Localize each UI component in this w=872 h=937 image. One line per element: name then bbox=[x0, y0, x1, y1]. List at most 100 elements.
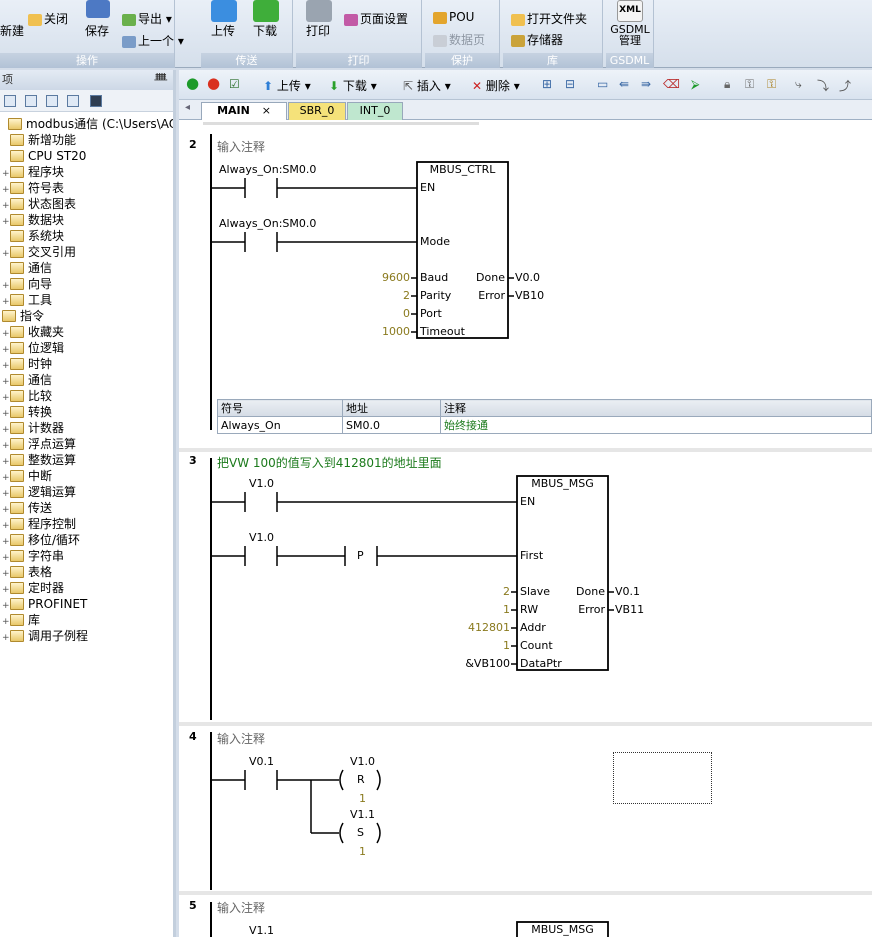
input-pin: Addr bbox=[520, 621, 546, 634]
tree-item[interactable]: +移位/循环 bbox=[2, 532, 80, 548]
tree-item[interactable]: +传送 bbox=[2, 500, 52, 516]
tree-item[interactable]: +定时器 bbox=[2, 580, 64, 596]
tree-item[interactable]: +工具 bbox=[2, 292, 52, 308]
rung-comment[interactable]: 输入注释 bbox=[217, 899, 265, 916]
tree-item[interactable]: +比较 bbox=[2, 388, 52, 404]
tree-item[interactable]: +程序控制 bbox=[2, 516, 76, 532]
compile-icon[interactable]: ☑ bbox=[229, 77, 240, 91]
input-value[interactable]: 2 bbox=[503, 585, 510, 598]
tree-item[interactable]: +浮点运算 bbox=[2, 436, 76, 452]
rung-comment[interactable]: 输入注释 bbox=[217, 138, 265, 155]
close-button[interactable]: 关闭 bbox=[28, 10, 68, 27]
save-button[interactable]: 保存 bbox=[85, 22, 109, 39]
branch-up-icon[interactable]: ⤴ bbox=[839, 77, 851, 94]
tree-item[interactable]: +程序块 bbox=[2, 164, 64, 180]
output-value[interactable]: V0.1 bbox=[615, 585, 640, 598]
tree-item[interactable]: +时钟 bbox=[2, 356, 52, 372]
lock2-icon[interactable]: ⚿ bbox=[745, 77, 754, 92]
branch-down-icon[interactable]: ⤵ bbox=[817, 77, 829, 94]
tree-item[interactable]: +调用子例程 bbox=[2, 628, 88, 644]
input-value[interactable]: 2 bbox=[403, 289, 410, 302]
prev-bookmark-icon[interactable]: ⇚ bbox=[619, 77, 629, 91]
tree-item-label: 字符串 bbox=[28, 549, 64, 563]
pou-button[interactable]: POU bbox=[433, 10, 474, 24]
input-value[interactable]: 412801 bbox=[468, 621, 510, 634]
run-icon[interactable]: ● bbox=[186, 74, 199, 92]
tree-item[interactable]: +整数运算 bbox=[2, 452, 76, 468]
output-value[interactable]: VB10 bbox=[515, 289, 544, 302]
next-bookmark-icon[interactable]: ⇛ bbox=[641, 77, 651, 91]
tab-scroll-left-icon[interactable]: ◂ bbox=[185, 102, 190, 113]
selection-box[interactable] bbox=[613, 752, 712, 804]
open-folder-button[interactable]: 打开文件夹 bbox=[511, 10, 587, 27]
insert-toolbar-button[interactable]: ⇱ 插入 ▾ bbox=[403, 77, 451, 94]
goto-icon[interactable]: ⮚ bbox=[691, 77, 700, 92]
network2-icon[interactable]: ⊟ bbox=[565, 77, 575, 91]
tree-item[interactable]: +逻辑运算 bbox=[2, 484, 76, 500]
tree-item[interactable]: 通信 bbox=[2, 260, 52, 276]
delete-toolbar-button[interactable]: ✕ 删除 ▾ bbox=[472, 77, 520, 94]
box-icon[interactable]: ▭ bbox=[597, 77, 608, 91]
rung-comment[interactable]: 把VW 100的值写入到412801的地址里面 bbox=[217, 454, 442, 471]
input-value[interactable]: 1 bbox=[503, 639, 510, 652]
tree-item[interactable]: +中断 bbox=[2, 468, 52, 484]
prev-button[interactable]: 上一个 ▾ bbox=[122, 32, 184, 49]
tree-item[interactable]: +数据块 bbox=[2, 212, 64, 228]
tab-main[interactable]: MAIN × bbox=[201, 102, 287, 120]
input-value[interactable]: 1000 bbox=[382, 325, 410, 338]
tree-item[interactable]: +位逻辑 bbox=[2, 340, 64, 356]
tree-item[interactable]: 新增功能 bbox=[2, 132, 76, 148]
close-tab-icon[interactable]: × bbox=[262, 104, 271, 117]
tree-tool-4-icon[interactable] bbox=[67, 95, 79, 107]
upload-toolbar-button[interactable]: ⬆ 上传 ▾ bbox=[263, 77, 311, 94]
output-value[interactable]: VB11 bbox=[615, 603, 644, 616]
gsdml-button[interactable]: GSDML管理 bbox=[610, 24, 650, 46]
input-value[interactable]: 1 bbox=[503, 603, 510, 616]
tab-int0[interactable]: INT_0 bbox=[347, 102, 403, 120]
input-value[interactable]: &VB100 bbox=[465, 657, 510, 670]
lock3-icon[interactable]: ⚿ bbox=[767, 77, 776, 92]
tree-item[interactable]: +向导 bbox=[2, 276, 52, 292]
symbol-table: 符号 地址 注释 Always_On SM0.0 始终接通 bbox=[217, 399, 872, 434]
tree-item[interactable]: +状态图表 bbox=[2, 196, 76, 212]
tree-item[interactable]: +字符串 bbox=[2, 548, 64, 564]
data-page-button[interactable]: 数据页 bbox=[433, 31, 485, 48]
branch-icon[interactable]: ⤷ bbox=[795, 77, 802, 92]
tree-item[interactable]: modbus通信 (C:\Users\AOWID\ bbox=[0, 116, 176, 132]
tree-item[interactable]: +收藏夹 bbox=[2, 324, 64, 340]
tab-sbr0[interactable]: SBR_0 bbox=[288, 102, 346, 120]
tree-item[interactable]: +计数器 bbox=[2, 420, 64, 436]
clear-bookmark-icon[interactable]: ⌫ bbox=[663, 77, 680, 91]
input-value[interactable]: 0 bbox=[403, 307, 410, 320]
upload-button[interactable]: 上传 bbox=[211, 22, 235, 39]
rung-comment[interactable]: 输入注释 bbox=[217, 730, 265, 747]
tree-item[interactable]: +转换 bbox=[2, 404, 52, 420]
tree-item[interactable]: 指令 bbox=[0, 308, 44, 324]
download-button[interactable]: 下载 bbox=[253, 22, 277, 39]
tree-item[interactable]: 系统块 bbox=[2, 228, 64, 244]
tree-tool-2-icon[interactable] bbox=[25, 95, 37, 107]
expand-icon[interactable]: + bbox=[2, 630, 10, 646]
tree-item[interactable]: +表格 bbox=[2, 564, 52, 580]
output-value[interactable]: V0.0 bbox=[515, 271, 540, 284]
print-button[interactable]: 打印 bbox=[306, 22, 330, 39]
lock-icon[interactable]: 🔒︎ bbox=[724, 77, 730, 92]
tree-tool-3-icon[interactable] bbox=[46, 95, 58, 107]
pin-icon[interactable]: ᚙ bbox=[154, 70, 167, 90]
tree-item[interactable]: +通信 bbox=[2, 372, 52, 388]
export-button[interactable]: 导出 ▾ bbox=[122, 10, 172, 27]
tree-item[interactable]: +库 bbox=[2, 612, 40, 628]
page-setup-button[interactable]: 页面设置 bbox=[344, 10, 408, 27]
stop-icon[interactable]: ● bbox=[207, 74, 220, 92]
tree-item[interactable]: +交叉引用 bbox=[2, 244, 76, 260]
tree-item[interactable]: CPU ST20 bbox=[2, 148, 86, 164]
tree-item[interactable]: +PROFINET bbox=[2, 596, 87, 612]
tree-item[interactable]: +符号表 bbox=[2, 180, 64, 196]
new-button[interactable]: 新建 bbox=[0, 22, 24, 39]
tree-tool-5-icon[interactable] bbox=[90, 95, 102, 107]
input-value[interactable]: 9600 bbox=[382, 271, 410, 284]
download-toolbar-button[interactable]: ⬇ 下载 ▾ bbox=[329, 77, 377, 94]
tree-tool-1-icon[interactable] bbox=[4, 95, 16, 107]
memory-button[interactable]: 存储器 bbox=[511, 31, 563, 48]
network-icon[interactable]: ⊞ bbox=[542, 77, 552, 91]
